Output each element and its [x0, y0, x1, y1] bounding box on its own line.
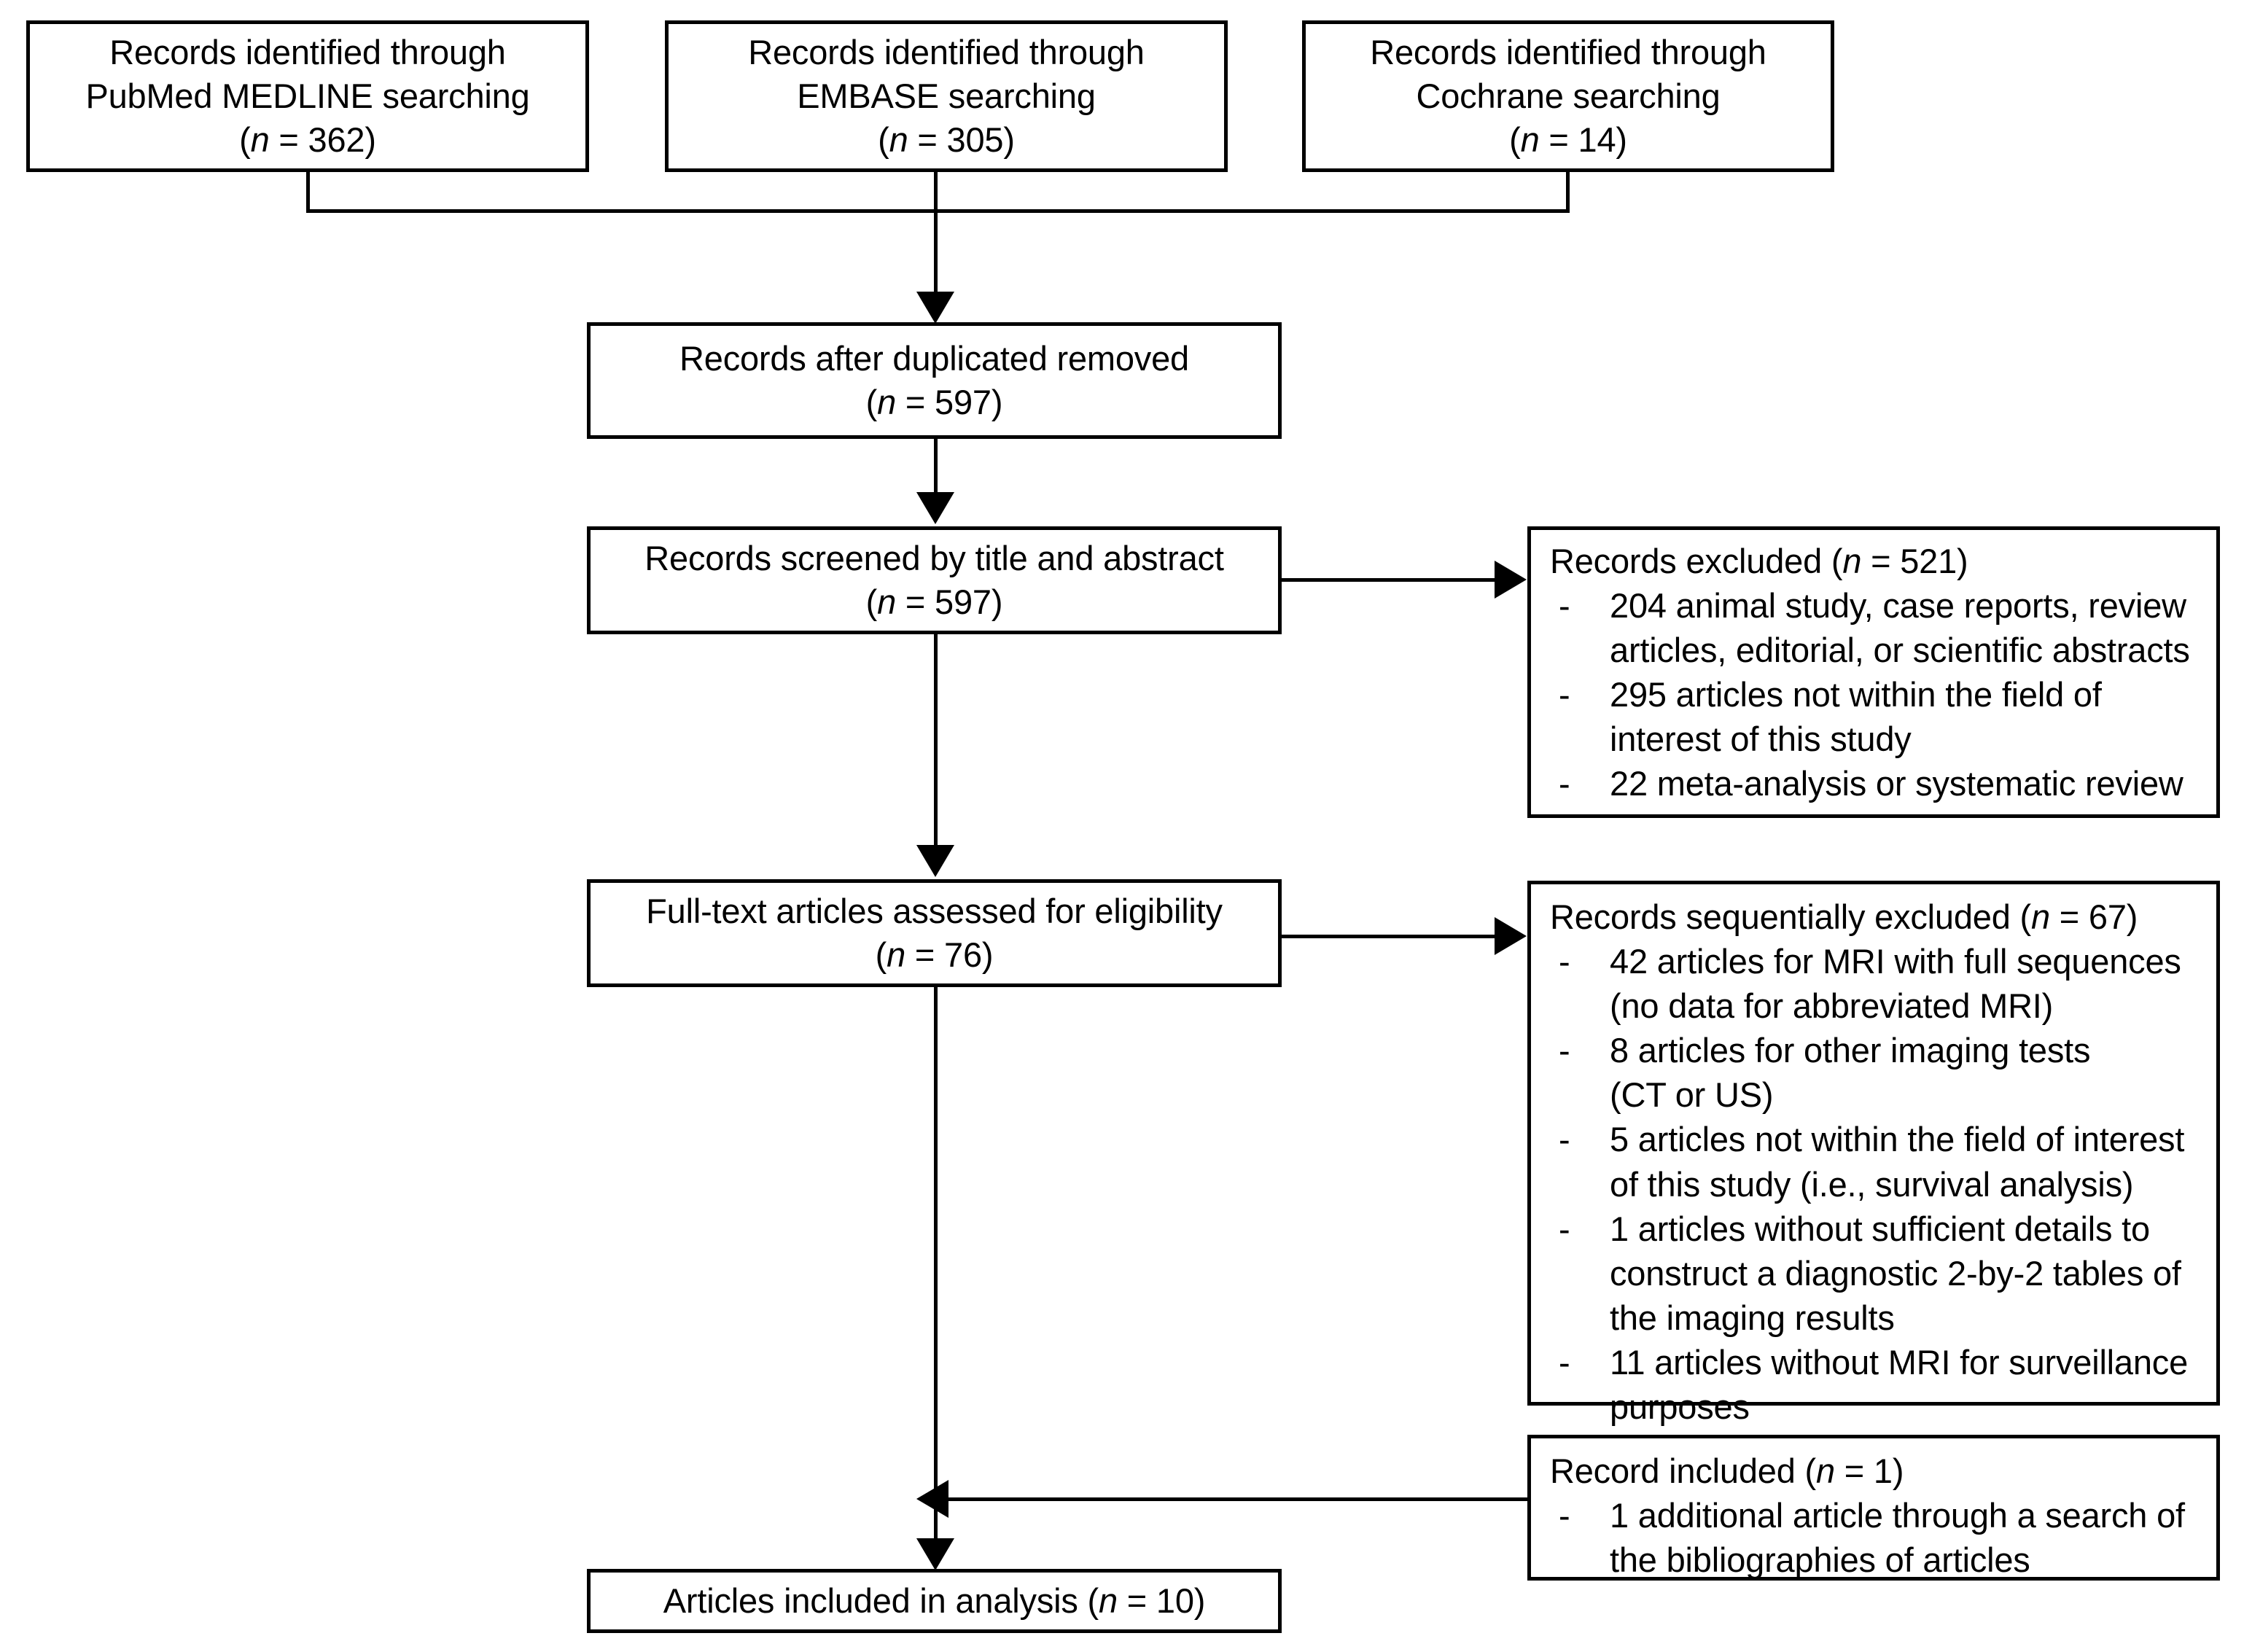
connector-manifold-horizontal: [306, 209, 1570, 213]
stage-box-screened: Records screened by title and abstract (…: [587, 526, 1282, 634]
source-cochrane-line1: Records identified through: [1370, 32, 1766, 71]
list-item: - 22 meta-analysis or systematic review: [1546, 761, 2208, 806]
source-box-pubmed: Records identified through PubMed MEDLIN…: [26, 20, 589, 172]
list-item-text: 1 articles without sufficient details to…: [1610, 1209, 2181, 1337]
connector-fulltext-to-excluded: [1282, 935, 1500, 938]
bullet-dash: -: [1559, 675, 1570, 714]
stage-box-fulltext: Full-text articles assessed for eligibil…: [587, 879, 1282, 987]
excluded-box-screening: Records excluded (n = 521) -204 animal s…: [1527, 526, 2220, 818]
source-embase-count: (n = 305): [878, 120, 1015, 160]
list-item-text: 1 additional article through a search of…: [1610, 1496, 2185, 1580]
list-item: - 42 articles for MRI with full sequences…: [1546, 939, 2208, 1028]
connector-screened-to-excluded: [1282, 578, 1500, 582]
source-box-embase: Records identified through EMBASE search…: [665, 20, 1228, 172]
bullet-dash: -: [1559, 942, 1570, 981]
list-item: - 5 articles not within the field of inte…: [1546, 1117, 2208, 1206]
list-item-text: 204 animal study, case reports, review a…: [1610, 585, 2190, 669]
connector-cochrane-down: [1566, 172, 1570, 213]
fulltext-count: (n = 76): [875, 935, 994, 974]
included-label: Articles included in analysis (n = 10): [663, 1581, 1206, 1620]
arrowhead-to-records-sequentially-excluded: [1495, 917, 1527, 955]
list-item: - 1 additional article through a search o…: [1546, 1493, 2208, 1582]
connector-embase-down: [934, 172, 938, 296]
list-item: - 1 articles without sufficient details t…: [1546, 1207, 2208, 1340]
screened-count: (n = 597): [865, 583, 1003, 621]
dedup-count: (n = 597): [865, 383, 1003, 421]
list-item: - 295 articles not within the field of in…: [1546, 672, 2208, 761]
excluded-screening-heading: Records excluded (n = 521): [1550, 541, 1968, 580]
arrowhead-to-records-excluded: [1495, 561, 1527, 599]
bullet-dash: -: [1559, 764, 1570, 803]
connector-screened-to-fulltext: [934, 634, 938, 849]
source-cochrane-line2: Cochrane searching: [1416, 76, 1721, 115]
arrowhead-to-fulltext: [916, 845, 954, 877]
list-item: - 8 articles for other imaging tests (CT …: [1546, 1028, 2208, 1117]
record-included-box: Record included (n = 1) - 1 additional ar…: [1527, 1435, 2220, 1581]
excluded-box-fulltext: Records sequentially excluded (n = 67) -…: [1527, 881, 2220, 1426]
record-included-heading: Record included (n = 1): [1550, 1452, 1904, 1490]
screened-label: Records screened by title and abstract: [644, 538, 1224, 577]
dedup-label: Records after duplicated removed: [679, 338, 1189, 378]
bullet-dash: -: [1559, 1031, 1570, 1070]
list-item-text: 295 articles not within the field of int…: [1610, 675, 2102, 759]
list-item-text: 5 articles not within the field of inter…: [1610, 1120, 2185, 1204]
list-item-text: 22 meta-analysis or systematic review: [1610, 764, 2183, 803]
list-item-text: 8 articles for other imaging tests (CT o…: [1610, 1031, 2091, 1115]
excluded-screening-list: -204 animal study, case reports, review …: [1546, 583, 2208, 806]
list-item: -204 animal study, case reports, review …: [1546, 583, 2208, 672]
bullet-dash: -: [1559, 1496, 1570, 1535]
stage-box-dedup: Records after duplicated removed (n = 59…: [587, 322, 1282, 439]
source-pubmed-line1: Records identified through: [109, 32, 506, 71]
source-pubmed-line2: PubMed MEDLINE searching: [85, 76, 530, 115]
bullet-dash: -: [1559, 1120, 1570, 1159]
connector-dedup-to-screened: [934, 439, 938, 496]
record-included-list: - 1 additional article through a search o…: [1546, 1493, 2208, 1582]
bullet-dash: -: [1559, 1209, 1570, 1248]
connector-record-included-to-spine: [948, 1497, 1527, 1501]
source-embase-line1: Records identified through: [748, 32, 1145, 71]
list-item-text: 11 articles without MRI for surveillance…: [1610, 1342, 2189, 1427]
bullet-dash: -: [1559, 585, 1570, 625]
list-item: -11 articles without MRI for surveillanc…: [1546, 1340, 2208, 1429]
source-embase-line2: EMBASE searching: [797, 76, 1096, 115]
arrowhead-to-included-spine: [916, 1480, 948, 1518]
excluded-fulltext-list: - 42 articles for MRI with full sequences…: [1546, 939, 2208, 1429]
arrowhead-to-screened: [916, 492, 954, 524]
stage-box-included: Articles included in analysis (n = 10): [587, 1569, 1282, 1633]
fulltext-label: Full-text articles assessed for eligibil…: [646, 891, 1223, 930]
source-cochrane-count: (n = 14): [1509, 120, 1627, 160]
source-pubmed-count: (n = 362): [239, 120, 376, 160]
arrowhead-to-dedup: [916, 292, 954, 324]
arrowhead-to-included: [916, 1538, 954, 1570]
bullet-dash: -: [1559, 1342, 1570, 1382]
connector-fulltext-to-included: [934, 987, 938, 1565]
list-item-text: 42 articles for MRI with full sequences …: [1610, 942, 2181, 1026]
connector-pubmed-down: [306, 172, 310, 213]
excluded-fulltext-heading: Records sequentially excluded (n = 67): [1550, 897, 2138, 936]
source-box-cochrane: Records identified through Cochrane sear…: [1302, 20, 1834, 172]
